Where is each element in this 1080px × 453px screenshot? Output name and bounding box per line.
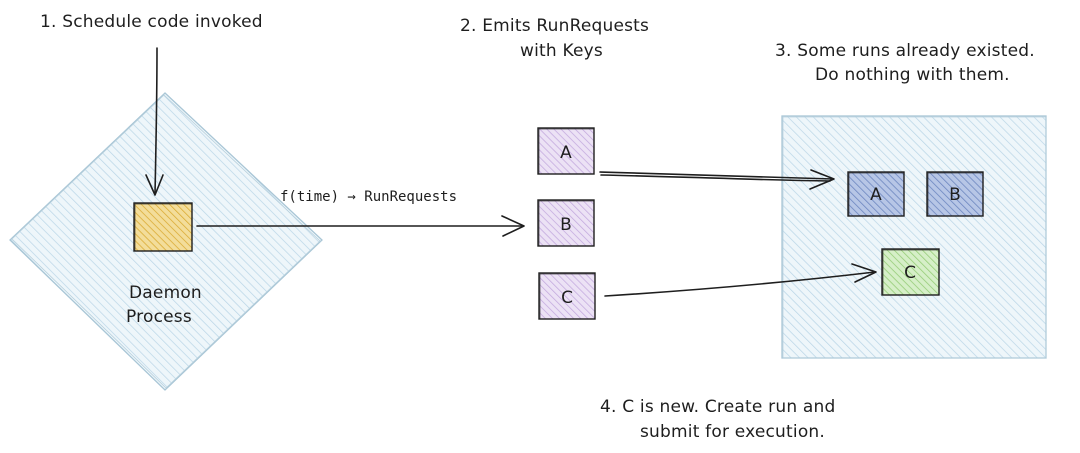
step2-label-line2: with Keys [520, 41, 603, 61]
existing-runs-region [781, 115, 1047, 359]
step3-label-line2: Do nothing with them. [815, 65, 1010, 85]
run-request-b: B [537, 199, 595, 247]
run-request-c-label: C [561, 288, 573, 308]
schedule-code-box [133, 202, 193, 252]
new-run-c-label: C [904, 263, 916, 283]
step4-label-line2: submit for execution. [640, 422, 825, 442]
edge-label: f(time) → RunRequests [280, 189, 457, 205]
existing-run-a: A [847, 171, 905, 217]
daemon-label-line1: Daemon [129, 283, 202, 303]
step1-label: 1. Schedule code invoked [40, 12, 263, 32]
existing-run-a-label: A [870, 185, 882, 205]
run-request-a-label: A [560, 143, 572, 163]
step2-label-line1: 2. Emits RunRequests [460, 16, 649, 36]
existing-match-arrow [599, 169, 835, 190]
step3-label-line1: 3. Some runs already existed. [775, 41, 1035, 61]
existing-run-b-label: B [949, 185, 961, 205]
new-run-c: C [881, 248, 940, 296]
run-request-a: A [537, 127, 595, 175]
step4-label-line1: 4. C is new. Create run and [600, 397, 835, 417]
run-request-b-label: B [560, 215, 572, 235]
new-run-arrow [604, 263, 877, 297]
invoke-arrow [145, 47, 164, 196]
run-request-c: C [538, 272, 596, 320]
emit-arrow [196, 215, 525, 237]
daemon-label-line2: Process [126, 307, 192, 327]
existing-run-b: B [926, 171, 984, 217]
